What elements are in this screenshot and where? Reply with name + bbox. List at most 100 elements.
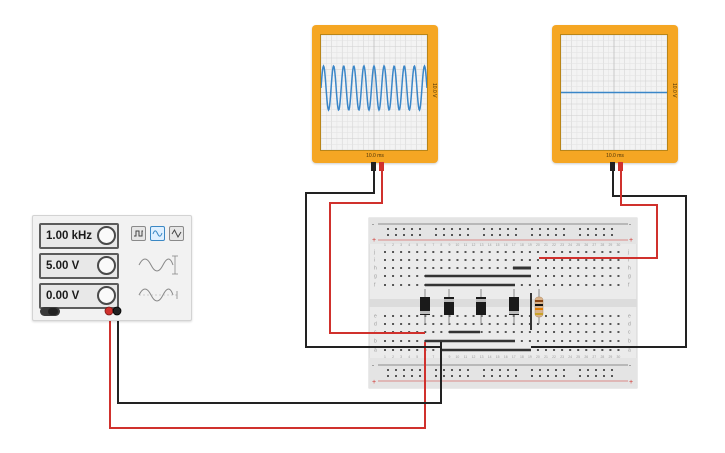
column-number: 15	[496, 355, 500, 359]
diode-2[interactable]	[444, 289, 454, 324]
column-number: 18	[520, 243, 524, 247]
breadboard-column-numbers: 1122334455667788991010111112121313141415…	[384, 243, 620, 359]
column-number: 11	[464, 243, 468, 247]
row-letter: h	[374, 266, 377, 272]
row-letter: b	[628, 339, 631, 345]
scope-left-volts-label: 10.0 V	[431, 83, 437, 98]
column-number: 16	[504, 243, 508, 247]
square-wave-icon	[134, 230, 143, 237]
resistor[interactable]	[534, 289, 544, 324]
output-terminals	[104, 306, 122, 316]
frequency-knob[interactable]	[97, 226, 116, 245]
column-number: 24	[568, 243, 572, 247]
offset-knob[interactable]	[97, 286, 116, 305]
breadboard-bottom-rails	[369, 358, 637, 388]
column-number: 21	[544, 243, 548, 247]
column-number: 30	[617, 243, 621, 247]
triangle-wave-button[interactable]	[169, 226, 184, 241]
row-letter: d	[628, 322, 631, 328]
column-number: 17	[512, 243, 516, 247]
wire-fg-positive[interactable]	[109, 311, 426, 429]
oscilloscope-right[interactable]: 10.0 ms 10.0 V	[552, 25, 678, 163]
breadboard-top-rails	[369, 218, 637, 244]
column-number: 30	[617, 355, 621, 359]
column-number: 28	[600, 355, 604, 359]
column-number: 7	[432, 355, 434, 359]
column-number: 25	[576, 355, 580, 359]
row-letter: j	[627, 250, 629, 256]
column-number: 1	[384, 243, 386, 247]
rail-plus-label-top-right: +	[629, 237, 633, 244]
column-number: 16	[504, 355, 508, 359]
square-wave-button[interactable]	[131, 226, 146, 241]
scope-left-ground-terminal[interactable]	[371, 162, 376, 171]
column-number: 27	[592, 243, 596, 247]
wire-scope2-probe[interactable]	[539, 170, 658, 259]
column-number: 12	[472, 355, 476, 359]
row-letter: g	[374, 274, 377, 280]
wire-fg-ground[interactable]	[117, 311, 442, 404]
column-number: 23	[560, 243, 564, 247]
function-generator: 1.00 kHz 5.00 V 0.00 V	[32, 215, 192, 321]
row-letter: g	[628, 274, 631, 280]
scope-left-terminals	[371, 162, 384, 171]
ground-terminal[interactable]	[112, 306, 122, 316]
row-letter: i	[374, 258, 375, 264]
diode-4[interactable]	[509, 289, 519, 324]
row-letter: a	[628, 348, 631, 354]
rail-plus-label-bottom-right: +	[629, 379, 633, 386]
row-letter: e	[374, 314, 377, 320]
column-number: 1	[384, 355, 386, 359]
column-number: 24	[568, 355, 572, 359]
breadboard-trench	[369, 299, 637, 307]
column-number: 6	[424, 243, 426, 247]
column-number: 17	[512, 355, 516, 359]
oscilloscope-left[interactable]: 10.0 ms 10.0 V	[312, 25, 438, 163]
row-letter: f	[374, 283, 376, 289]
column-number: 5	[416, 243, 418, 247]
positive-terminal[interactable]	[104, 306, 114, 316]
row-letter: i	[628, 258, 629, 264]
scope-right-ground-terminal[interactable]	[610, 162, 615, 171]
wire-scope1-ground[interactable]	[305, 170, 441, 348]
column-number: 13	[480, 243, 484, 247]
row-letter: e	[628, 314, 631, 320]
rail-minus-label-bottom: -	[372, 363, 374, 369]
row-letter: j	[373, 250, 375, 256]
column-number: 21	[544, 355, 548, 359]
column-number: 9	[448, 243, 450, 247]
amplitude-knob[interactable]	[97, 256, 116, 275]
column-number: 4	[408, 355, 410, 359]
column-number: 27	[592, 355, 596, 359]
column-number: 2	[392, 243, 394, 247]
rail-minus-label-top-right: -	[629, 222, 631, 228]
column-number: 12	[472, 243, 476, 247]
column-number: 20	[536, 355, 540, 359]
scope-left-probe-terminal[interactable]	[379, 162, 384, 171]
row-letter: f	[628, 283, 630, 289]
column-number: 22	[552, 243, 556, 247]
column-number: 26	[584, 243, 588, 247]
wire-scope2-ground[interactable]	[531, 170, 687, 348]
sine-wave-button[interactable]	[150, 226, 165, 241]
column-number: 9	[448, 355, 450, 359]
column-number: 19	[528, 355, 532, 359]
scope-left-time-label: 10.0 ms	[366, 153, 384, 159]
diode-3[interactable]	[476, 289, 486, 324]
column-number: 14	[488, 355, 492, 359]
column-number: 5	[416, 355, 418, 359]
wire-scope1-probe[interactable]	[329, 170, 425, 334]
column-number: 20	[536, 243, 540, 247]
column-number: 29	[609, 355, 613, 359]
column-number: 7	[432, 243, 434, 247]
rail-minus-label-bottom-right: -	[629, 363, 631, 369]
rail-minus-label-top: -	[372, 222, 374, 228]
diode-1[interactable]	[420, 289, 430, 324]
scope-right-screen	[560, 34, 668, 151]
scope-right-probe-terminal[interactable]	[618, 162, 623, 171]
column-number: 25	[576, 243, 580, 247]
power-switch[interactable]	[40, 307, 60, 316]
scope-right-volts-label: 10.0 V	[671, 83, 677, 98]
scope-left-trace-area	[320, 34, 428, 151]
